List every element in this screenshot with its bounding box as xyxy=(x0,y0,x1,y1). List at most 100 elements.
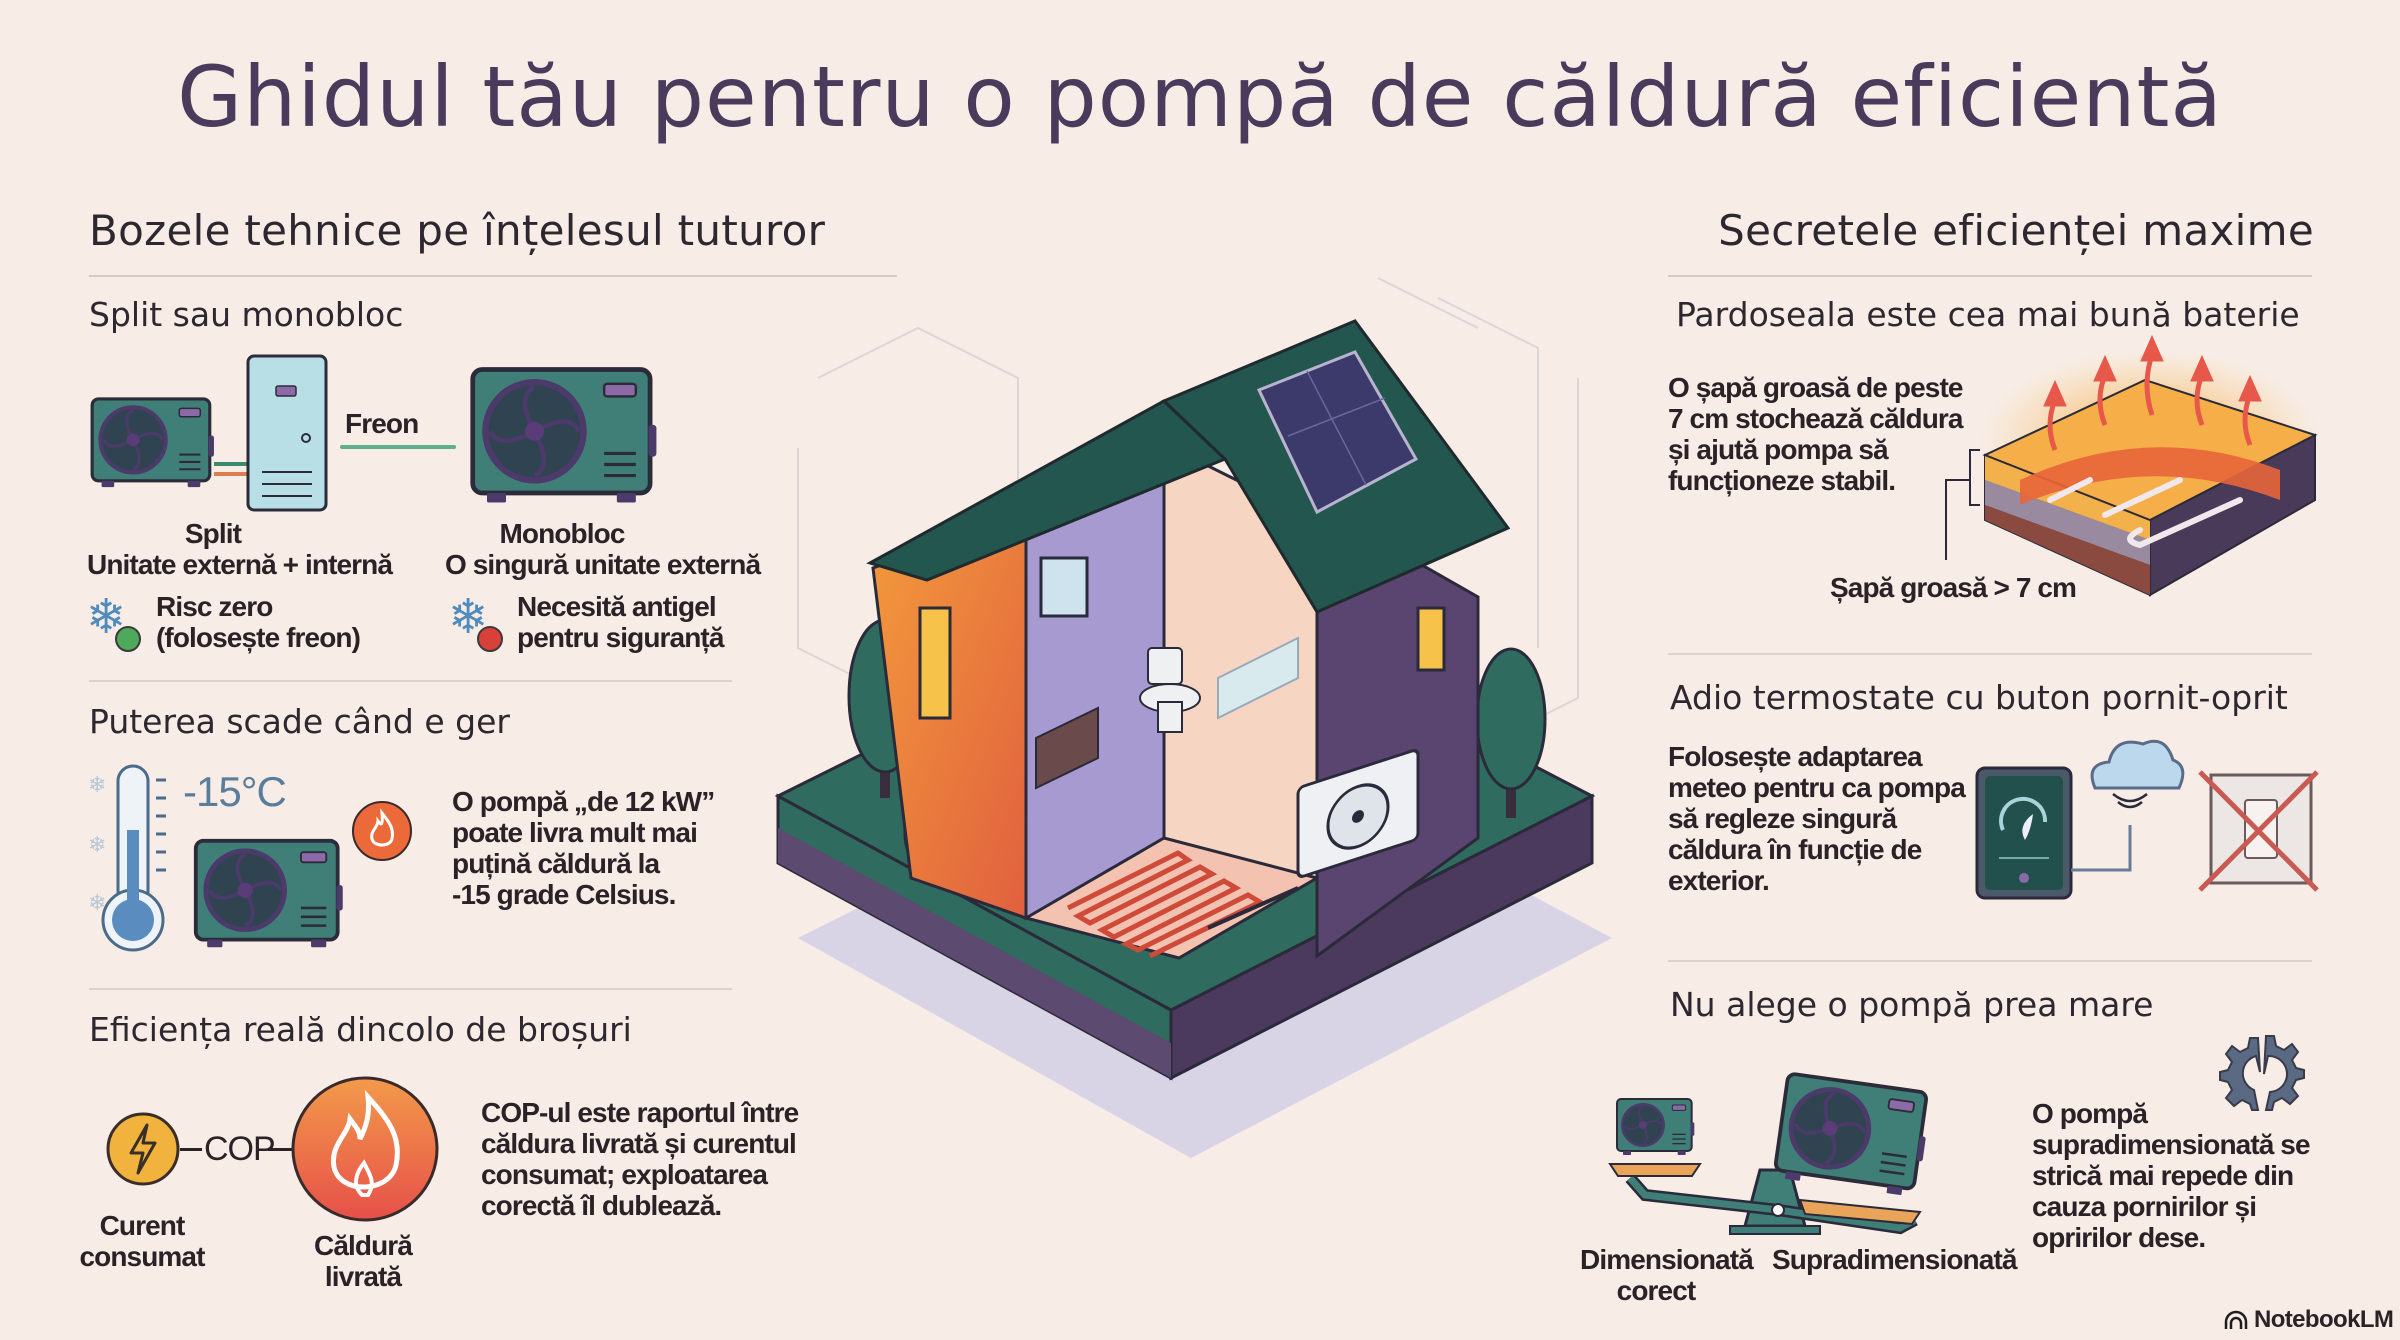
notebooklm-branding: NotebookLM xyxy=(2224,1306,2394,1334)
floor-text: O șapă groasă de peste 7 cm stochează că… xyxy=(1668,372,1963,496)
window-icon xyxy=(1416,606,1446,672)
text-line: funcționeze stabil. xyxy=(1668,465,1896,496)
correct-size-label: Dimensionată corect xyxy=(1580,1244,1754,1306)
callout-bracket xyxy=(1945,449,1980,560)
notebooklm-logo-icon xyxy=(2224,1310,2248,1329)
text-line: căldura în funcție de xyxy=(1668,834,1922,865)
cloud-icon xyxy=(2090,739,2185,809)
cop-label: COP xyxy=(204,1130,276,1168)
broken-gear-icon xyxy=(2219,1035,2305,1111)
input-label-line: Curent xyxy=(99,1210,186,1241)
monobloc-description: O singură unitate externă xyxy=(445,549,761,580)
text-line: să regleze singură xyxy=(1668,803,1897,834)
thermostat-text: Folosește adaptarea meteo pentru ca pomp… xyxy=(1668,741,1966,896)
text-line: puțină căldură la xyxy=(452,848,660,879)
window-icon xyxy=(918,606,952,720)
connector-line xyxy=(180,1148,202,1151)
page-title: Ghidul tău pentru o pompă de căldură efi… xyxy=(177,48,2223,146)
text-line: O șapă groasă de peste xyxy=(1668,372,1963,403)
output-label-line: Căldură xyxy=(314,1230,413,1261)
text-line: consumat; exploatarea xyxy=(481,1159,768,1190)
monobloc-title: Monobloc xyxy=(499,518,626,549)
output-label-line: livrată xyxy=(324,1261,402,1292)
output-label: Căldură livrată xyxy=(293,1230,433,1292)
correct-size-label-line: Dimensionată xyxy=(1580,1244,1754,1275)
underfloor-heating-pipes xyxy=(1066,850,1266,959)
text-line: cauza pornirilor și xyxy=(2032,1191,2257,1222)
monobloc-note-line1: Necesită antigel xyxy=(517,591,717,622)
interior-window xyxy=(1039,556,1089,618)
correct-size-pump-icon xyxy=(1615,1097,1695,1157)
safe-green-badge-icon xyxy=(115,626,141,652)
cop-section-heading: Eficiența reală dincolo de broșuri xyxy=(89,1010,632,1049)
heated-screed-illustration xyxy=(1945,334,2320,597)
split-note-line2: (folosește freon) xyxy=(156,622,361,653)
monobloc-note-line2: pentru siguranță xyxy=(517,622,724,653)
lightning-icon xyxy=(106,1112,180,1186)
text-line: opririlor dese. xyxy=(2032,1222,2206,1253)
oversized-label: Supradimensionată xyxy=(1772,1244,2017,1275)
text-line: și ajută pompa să xyxy=(1668,434,1889,465)
split-note-line1: Risc zero xyxy=(156,591,273,622)
text-line: strică mai repede din xyxy=(2032,1160,2294,1191)
heat-arrows-icon xyxy=(2043,334,2262,451)
divider xyxy=(1668,653,2312,655)
balance-scale-illustration xyxy=(1608,1050,1980,1235)
text-line: poate livra mult mai xyxy=(452,817,698,848)
freon-line xyxy=(340,445,456,449)
text-line: corectă îl dublează. xyxy=(481,1190,722,1221)
text-line: -15 grade Celsius. xyxy=(452,879,676,910)
text-line: exterior. xyxy=(1668,865,1770,896)
text-line: căldura livrată și curentul xyxy=(481,1128,797,1159)
input-label-line: consumat xyxy=(79,1241,205,1272)
oversized-pump-icon xyxy=(1774,1073,1932,1197)
divider xyxy=(1668,275,2312,277)
warning-red-badge-icon xyxy=(477,626,503,652)
floor-section-heading: Pardoseala este cea mai bună baterie xyxy=(1676,295,2300,334)
outdoor-heat-pump-icon xyxy=(1296,749,1420,878)
cold-text: O pompă „de 12 kW” poate livra mult mai … xyxy=(452,786,715,910)
temperature-label: -15°C xyxy=(183,768,287,815)
text-line: O pompă xyxy=(2032,1098,2148,1129)
text-line: Folosește adaptarea xyxy=(1668,741,1923,772)
right-heading: Secretele eficienței maxime xyxy=(1718,206,2314,255)
text-line: COP-ul este raportul între xyxy=(481,1097,799,1128)
monobloc-unit-icon xyxy=(468,362,658,510)
tree-icon xyxy=(1475,647,1547,818)
crossed-out-switch-icon xyxy=(2198,770,2319,892)
split-outdoor-unit-icon xyxy=(89,375,215,511)
split-section-heading: Split sau monobloc xyxy=(89,295,404,334)
divider xyxy=(89,988,732,990)
solar-panel-icon xyxy=(1256,350,1419,515)
text-line: O pompă „de 12 kW” xyxy=(452,786,715,817)
house-cutaway-illustration xyxy=(774,277,1612,1158)
text-line: meteo pentru ca pompa xyxy=(1668,772,1966,803)
branding-label: NotebookLM xyxy=(2254,1306,2394,1333)
svg-text:❄: ❄ xyxy=(88,832,106,857)
freon-label: Freon xyxy=(345,408,419,439)
heat-flame-icon xyxy=(291,1076,439,1222)
sizing-text: O pompă supradimensionată se strică mai … xyxy=(2032,1098,2311,1253)
divider xyxy=(89,680,732,682)
outdoor-pump-icon xyxy=(192,835,344,953)
thermostat-section-heading: Adio termostate cu buton pornit-oprit xyxy=(1670,678,2288,717)
left-heading: Bozele tehnice pe înțelesul tuturor xyxy=(89,206,826,255)
smart-thermostat-illustration xyxy=(1975,739,2319,900)
cold-section-heading: Puterea scade când e ger xyxy=(89,702,510,741)
split-description: Unitate externă + internă xyxy=(87,549,393,580)
text-line: 7 cm stochează căldura xyxy=(1668,403,1963,434)
svg-text:❄: ❄ xyxy=(88,890,106,915)
sizing-section-heading: Nu alege o pompă prea mare xyxy=(1670,985,2154,1024)
divider xyxy=(89,275,897,277)
divider xyxy=(1668,960,2312,962)
flame-icon xyxy=(352,801,412,861)
connector-line xyxy=(268,1148,292,1151)
screed-callout: Șapă groasă > 7 cm xyxy=(1830,572,2077,603)
correct-size-label-line: corect xyxy=(1616,1275,1697,1306)
thermometer-icon: ❄ ❄ ❄ xyxy=(88,764,166,952)
cop-text: COP-ul este raportul între căldura livra… xyxy=(481,1097,799,1221)
smart-thermostat-icon xyxy=(1975,766,2073,900)
svg-text:❄: ❄ xyxy=(88,772,106,797)
input-label: Curent consumat xyxy=(72,1210,212,1272)
text-line: supradimensionată se xyxy=(2032,1129,2311,1160)
